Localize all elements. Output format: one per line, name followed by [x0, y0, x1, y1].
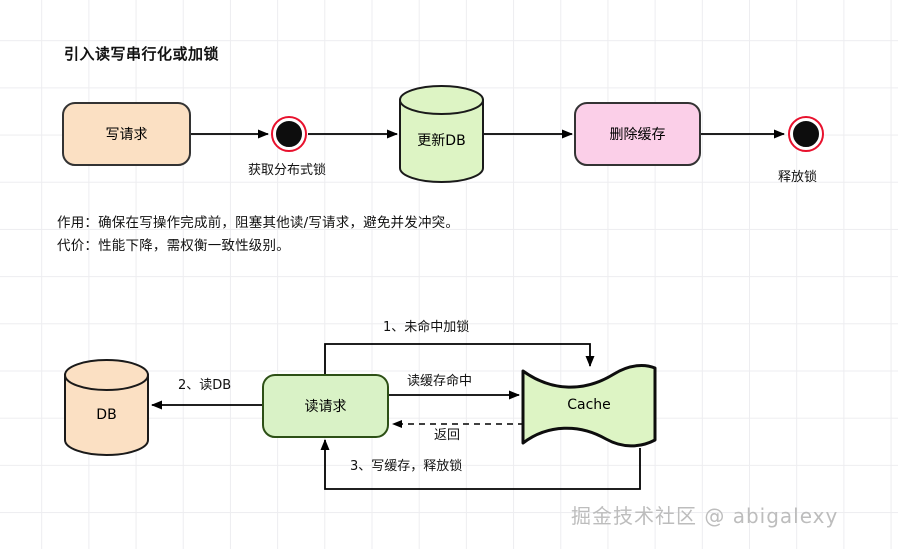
edge-label-cache-hit: 读缓存命中 — [407, 374, 473, 389]
description-line-2: 代价：性能下降，需权衡一致性级别。 — [57, 238, 290, 254]
node-update-db — [399, 85, 484, 183]
node-delete-cache — [574, 102, 701, 166]
edge-label-return: 返回 — [434, 428, 461, 443]
page-title: 引入读写串行化或加锁 — [64, 45, 220, 63]
node-db — [64, 359, 149, 456]
edge-label-read-db: 2、读DB — [178, 378, 232, 393]
edge-label-write-cache: 3、写缓存，释放锁 — [350, 459, 463, 474]
arrow-loop-write-cache — [320, 439, 641, 490]
node-release-lock — [788, 116, 824, 152]
label-acquire-lock: 获取分布式锁 — [248, 163, 327, 178]
label-release-lock: 释放锁 — [778, 170, 818, 185]
edge-label-lock-on-miss: 1、未命中加锁 — [383, 320, 470, 335]
watermark: 掘金技术社区 @ abigalexy — [571, 504, 839, 528]
arrow-loop-lock-on-miss — [324, 343, 595, 374]
node-cache — [521, 364, 657, 448]
node-write-request — [62, 102, 191, 166]
node-acquire-lock — [271, 116, 307, 152]
description-line-1: 作用：确保在写操作完成前，阻塞其他读/写请求，避免并发冲突。 — [57, 215, 460, 231]
node-read-request — [262, 374, 389, 438]
